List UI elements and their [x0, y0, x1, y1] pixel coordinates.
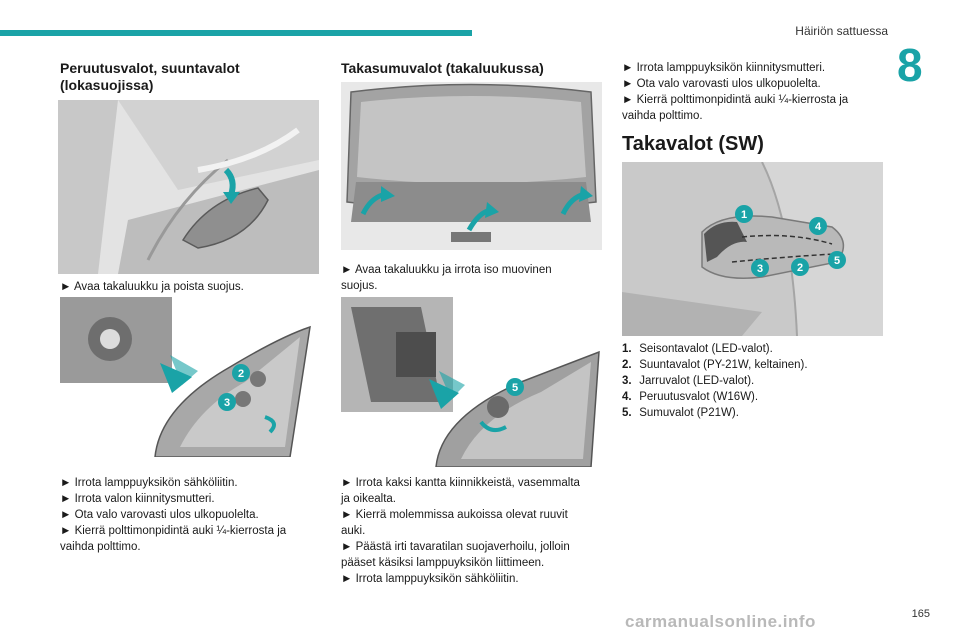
callout-1: 1	[741, 209, 747, 221]
rear-lights-legend: 1. Seisontavalot (LED-valot). 2. Suuntav…	[622, 341, 892, 421]
col3-heading: Takavalot (SW)	[622, 133, 764, 155]
legend-item: 3. Jarruvalot (LED-valot).	[622, 375, 755, 387]
col2-heading: Takasumuvalot (takaluukussa)	[341, 60, 544, 76]
page-number: 165	[911, 608, 930, 620]
header-accent-bar	[0, 30, 472, 36]
col2-step-line: pääset käsiksi lamppuyksikön liittimeen.	[341, 557, 545, 569]
callout-2: 2	[797, 262, 803, 274]
callout-4: 4	[815, 221, 822, 233]
col2-step-line: ► Irrota kaksi kantta kiinnikkeistä, vas…	[341, 477, 580, 489]
col1-heading: Peruutusvalot, suuntavalot (lokasuojissa…	[60, 60, 240, 93]
column-1: Peruutusvalot, suuntavalot (lokasuojissa…	[60, 60, 320, 94]
col1-step-line: ► Irrota valon kiinnitysmutteri.	[60, 493, 215, 505]
col2-step-line: ja oikealta.	[341, 493, 396, 505]
column-2: Takasumuvalot (takaluukussa)	[341, 60, 603, 77]
callout-3: 3	[757, 263, 763, 275]
col3-step-line: ► Kierrä polttimonpidintä auki ¼-kierros…	[622, 94, 849, 106]
trunk-cover-illustration	[58, 100, 319, 274]
col1-step-line: vaihda polttimo.	[60, 541, 141, 553]
section-title: Häiriön sattuessa	[795, 24, 888, 38]
taillight-lamp-illustration: 2 3	[60, 297, 320, 457]
col2-step1: ► Avaa takaluukku ja irrota iso muovinen…	[341, 264, 552, 292]
col1-step-line: ► Kierrä polttimonpidintä auki ¼-kierros…	[60, 525, 287, 537]
callout-5: 5	[512, 382, 518, 394]
col1-steps: ► Irrota lamppuyksikön sähköliitin. ► Ir…	[60, 475, 322, 555]
callout-5: 5	[834, 255, 840, 267]
col2-step-line: ► Irrota lamppuyksikön sähköliitin.	[341, 573, 519, 585]
col1-step-line: ► Irrota lamppuyksikön sähköliitin.	[60, 477, 238, 489]
col2-step-line: ► Päästä irti tavaratilan suojaverhoilu,…	[341, 541, 570, 553]
col2-steps: ► Irrota kaksi kantta kiinnikkeistä, vas…	[341, 475, 606, 587]
col3-step-line: ► Ota valo varovasti ulos ulkopuolelta.	[622, 78, 821, 90]
col2-step-line: auki.	[341, 525, 366, 537]
legend-item: 4. Peruutusvalot (W16W).	[622, 391, 759, 403]
callout-2-marker	[232, 364, 250, 382]
fog-lamp-illustration: 5	[341, 297, 603, 467]
col2-step-line: ► Kierrä molemmissa aukoissa olevat ruuv…	[341, 509, 568, 521]
tailgate-cover-illustration	[341, 82, 602, 250]
rear-lights-sw-illustration: 1 2 3 4 5	[622, 162, 883, 336]
col3-heading-wrap: Takavalot (SW)	[622, 132, 764, 156]
col1-step-line: ► Ota valo varovasti ulos ulkopuolelta.	[60, 509, 259, 521]
callout-3: 3	[224, 397, 230, 409]
col1-step1: ► Avaa takaluukku ja poista suojus.	[60, 281, 244, 293]
callout-2: 2	[238, 368, 244, 380]
legend-item: 1. Seisontavalot (LED-valot).	[622, 343, 773, 355]
legend-item: 2. Suuntavalot (PY-21W, keltainen).	[622, 359, 808, 371]
col3-steps: ► Irrota lamppuyksikön kiinnitysmutteri.…	[622, 60, 892, 124]
col3-step-line: ► Irrota lamppuyksikön kiinnitysmutteri.	[622, 62, 826, 74]
watermark: carmanualsonline.info	[625, 612, 816, 631]
legend-item: 5. Sumuvalot (P21W).	[622, 407, 739, 419]
col3-step-line: vaihda polttimo.	[622, 110, 703, 122]
chapter-number: 8	[897, 39, 923, 91]
